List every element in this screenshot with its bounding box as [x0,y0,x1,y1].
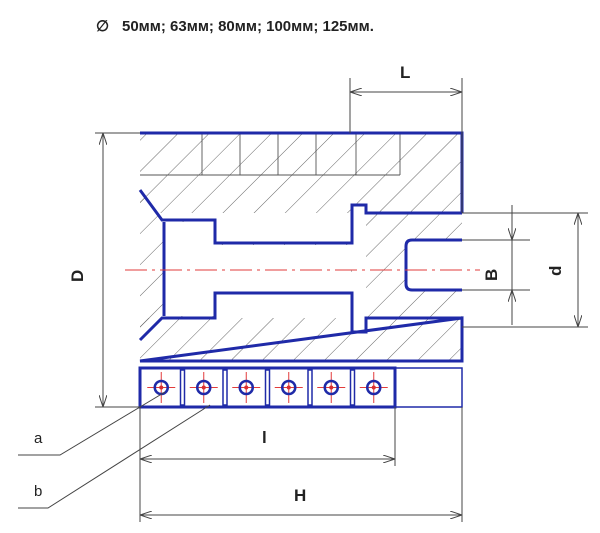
dim-label-L: L [400,63,410,82]
mounting-hole [196,379,212,396]
bore-outline-lower [138,291,462,342]
callout-leader-b [18,404,211,509]
mounting-hole-center [244,385,249,390]
segment-divider [349,369,356,406]
dimensions: L D B d l H [68,63,588,522]
hole-row [147,369,388,406]
mounting-hole-center [286,385,291,390]
dim-label-H: H [294,486,306,505]
shank-slot-outline [404,238,462,292]
callouts: a b [18,391,211,509]
segment-divider [264,369,271,406]
dim-label-D: D [68,270,87,282]
cutter-body [125,131,480,363]
mounting-hole [238,379,254,396]
dim-label-B: B [482,269,501,281]
segment-divider [179,369,186,406]
diameter-sizes: 50мм; 63мм; 80мм; 100мм; 125мм. [122,18,374,35]
diameter-symbol: ∅ [96,18,109,35]
segment-divider [222,369,228,406]
mounting-hole [366,379,382,396]
top-grid [140,133,401,176]
segment-strip [138,366,463,409]
mounting-hole [323,379,339,396]
mounting-hole-center [159,385,164,390]
header: ∅ 50мм; 63мм; 80мм; 100мм; 125мм. [96,18,374,35]
dim-label-l: l [262,428,267,447]
callout-leader-a [18,391,166,456]
bore-outline-upper [138,189,462,245]
body-hatch-top [140,133,462,213]
segment-divider [307,369,313,406]
mounting-hole-center [329,385,334,390]
strip-extension [394,367,463,408]
callout-label-b: b [34,483,42,500]
mounting-hole-center [371,385,376,390]
dim-label-d: d [546,266,565,276]
mounting-hole-center [201,385,206,390]
mounting-hole [281,379,297,396]
callout-label-a: a [34,430,43,447]
